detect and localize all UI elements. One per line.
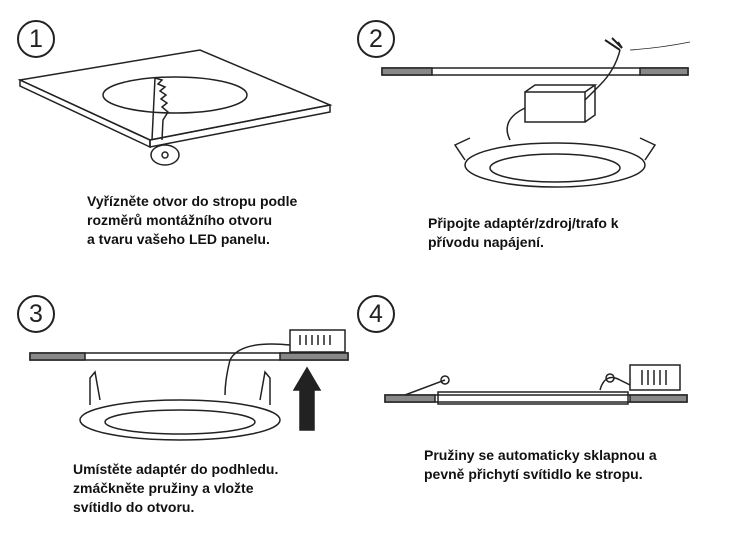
- instruction-line: Pružiny se automaticky sklapnou a: [424, 447, 657, 463]
- instruction-line: rozměrů montážního otvoru: [87, 212, 273, 228]
- instruction-line: pevně přichytí svítidlo ke stropu.: [424, 466, 643, 482]
- instruction-line: Připojte adaptér/zdroj/trafo k: [428, 215, 619, 231]
- instruction-line: zmáčkněte pružiny a vložte: [73, 480, 254, 496]
- instruction-line: Umístěte adaptér do podhledu.: [73, 461, 279, 477]
- step4-fixture-installed-illustration: [384, 364, 688, 405]
- step3-insert-fixture-illustration: [29, 329, 349, 441]
- instruction-line: přívodu napájení.: [428, 234, 544, 250]
- step1-instructions: Vyřízněte otvor do stropu podle rozměrů …: [87, 192, 297, 249]
- step3-instructions: Umístěte adaptér do podhledu. zmáčkněte …: [73, 460, 278, 517]
- step2-instructions: Připojte adaptér/zdroj/trafo k přívodu n…: [428, 214, 619, 252]
- step-number: 3: [17, 295, 55, 333]
- instruction-line: a tvaru vašeho LED panelu.: [87, 231, 270, 247]
- instruction-line: Vyřízněte otvor do stropu podle: [87, 193, 298, 209]
- step1-ceiling-cut-illustration: [17, 49, 333, 166]
- step-number: 4: [357, 295, 395, 333]
- instruction-line: svítidlo do otvoru.: [73, 499, 195, 515]
- step-number: 2: [357, 20, 395, 58]
- step-number: 1: [17, 20, 55, 58]
- step2-adapter-connection-illustration: [381, 37, 691, 188]
- step4-instructions: Pružiny se automaticky sklapnou a pevně …: [424, 446, 657, 484]
